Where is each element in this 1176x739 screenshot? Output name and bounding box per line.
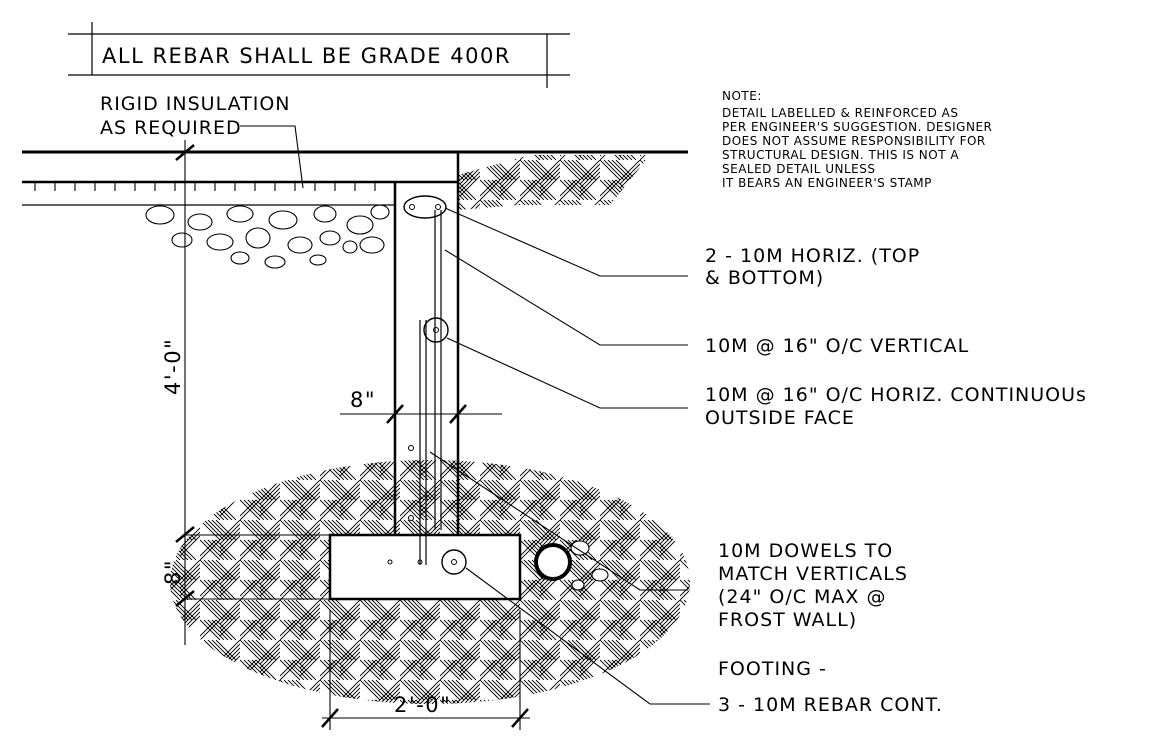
callout-dowels-line3: (24" O/C MAX @ bbox=[718, 586, 886, 608]
footing-height-dimension: 8" bbox=[161, 559, 185, 585]
svg-text:PER ENGINEER'S SUGGESTION. DES: PER ENGINEER'S SUGGESTION. DESIGNER bbox=[722, 120, 992, 134]
foundation-wall bbox=[393, 182, 460, 535]
svg-text:DOES NOT ASSUME RESPONSIBILITY: DOES NOT ASSUME RESPONSIBILITY FOR bbox=[722, 134, 986, 148]
svg-text:STRUCTURAL DESIGN. THIS IS NOT: STRUCTURAL DESIGN. THIS IS NOT A bbox=[722, 148, 959, 162]
callout-horiz-continuous-line1: 10M @ 16" O/C HORIZ. CONTINUOUs bbox=[705, 384, 1087, 406]
callout-vertical: 10M @ 16" O/C VERTICAL bbox=[705, 335, 969, 357]
callout-footing-line2: 3 - 10M REBAR CONT. bbox=[718, 694, 943, 716]
title-note-text: ALL REBAR SHALL BE GRADE 400R bbox=[102, 44, 511, 68]
drain-pipe bbox=[534, 543, 572, 581]
soil-hatch bbox=[170, 155, 690, 704]
svg-text:NOTE:: NOTE: bbox=[722, 89, 762, 103]
rebar bbox=[387, 195, 467, 575]
insulation-label-line1: RIGID INSULATION bbox=[100, 93, 291, 115]
svg-text:DETAIL LABELLED & REINFORCED A: DETAIL LABELLED & REINFORCED AS bbox=[722, 106, 959, 120]
callout-horiz-top-bottom-line1: 2 - 10M HORIZ. (TOP bbox=[705, 245, 920, 267]
designer-note: NOTE: DETAIL LABELLED & REINFORCED AS PE… bbox=[722, 89, 992, 190]
callout-dowels-line1: 10M DOWELS TO bbox=[718, 540, 893, 562]
wall-height-dimension: 4'-0" bbox=[161, 338, 185, 395]
title-note-box: ALL REBAR SHALL BE GRADE 400R bbox=[68, 22, 570, 88]
grade-lines bbox=[22, 150, 688, 206]
callout-dowels-line4: FROST WALL) bbox=[718, 609, 857, 631]
leader-lines bbox=[240, 125, 710, 705]
dimension-lines bbox=[175, 140, 530, 730]
callout-dowels-line2: MATCH VERTICALS bbox=[718, 563, 908, 585]
callout-horiz-top-bottom-line2: & BOTTOM) bbox=[705, 267, 824, 289]
insulation-label-line2: AS REQUIRED bbox=[100, 117, 242, 139]
footing bbox=[328, 533, 522, 601]
wall-thickness-dimension: 8" bbox=[350, 388, 376, 412]
svg-text:IT BEARS AN ENGINEER'S STAMP: IT BEARS AN ENGINEER'S STAMP bbox=[722, 176, 932, 190]
callout-horiz-continuous-line2: OUTSIDE FACE bbox=[705, 407, 855, 429]
callout-footing-line1: FOOTING - bbox=[718, 658, 827, 680]
svg-text:SEALED DETAIL UNLESS: SEALED DETAIL UNLESS bbox=[722, 162, 875, 176]
footing-width-dimension: 2'-0" bbox=[394, 693, 451, 717]
